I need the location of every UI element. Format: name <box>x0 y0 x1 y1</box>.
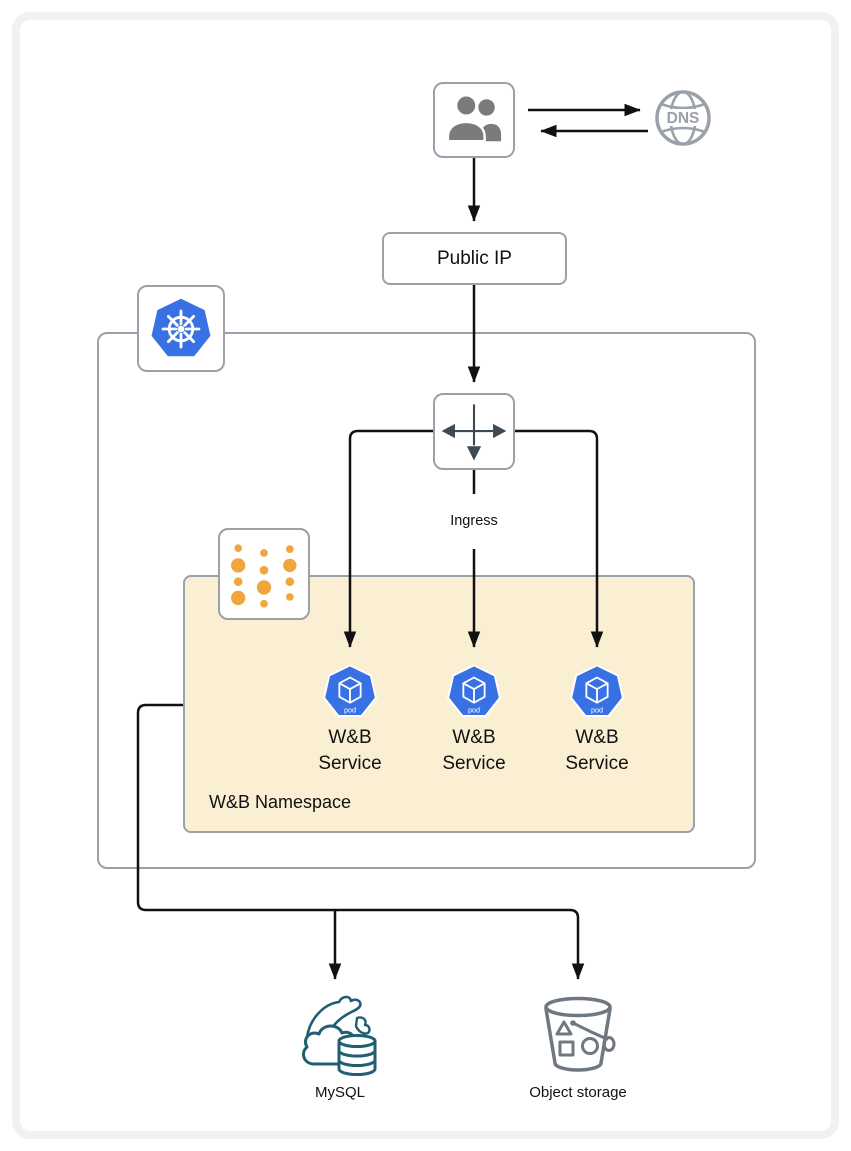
kubernetes-node <box>137 285 225 372</box>
pod-badge: pod <box>468 705 480 714</box>
namespace-label: W&B Namespace <box>209 792 352 812</box>
pod-label: W&B Service <box>318 727 382 774</box>
users-node <box>433 82 515 158</box>
object-storage-icon <box>544 996 616 1072</box>
pod-badge: pod <box>591 705 603 714</box>
pod-badge: pod <box>344 705 356 714</box>
mysql-icon <box>302 995 377 1076</box>
pod-label: W&B Service <box>565 727 629 774</box>
namespace-icon-node <box>218 528 310 620</box>
kubernetes-icon <box>151 298 211 356</box>
pod-icon: pod <box>570 664 624 717</box>
page-frame <box>12 12 839 1139</box>
ingress-icon <box>441 404 507 461</box>
pod-icon: pod <box>323 664 377 717</box>
pod-label: W&B Service <box>442 727 506 774</box>
dns-icon: DNS <box>655 90 711 146</box>
public-ip-node: Public IP <box>382 232 567 285</box>
ingress-node <box>433 393 515 470</box>
public-ip-label: Public IP <box>437 247 512 269</box>
namespace-dots-icon <box>231 544 297 608</box>
object-storage-label: Object storage <box>529 1084 627 1101</box>
dns-label: DNS <box>667 110 700 127</box>
pod-icon: pod <box>447 664 501 717</box>
users-icon <box>446 94 502 143</box>
mysql-label: MySQL <box>314 1084 365 1101</box>
ingress-label: Ingress <box>450 513 498 529</box>
